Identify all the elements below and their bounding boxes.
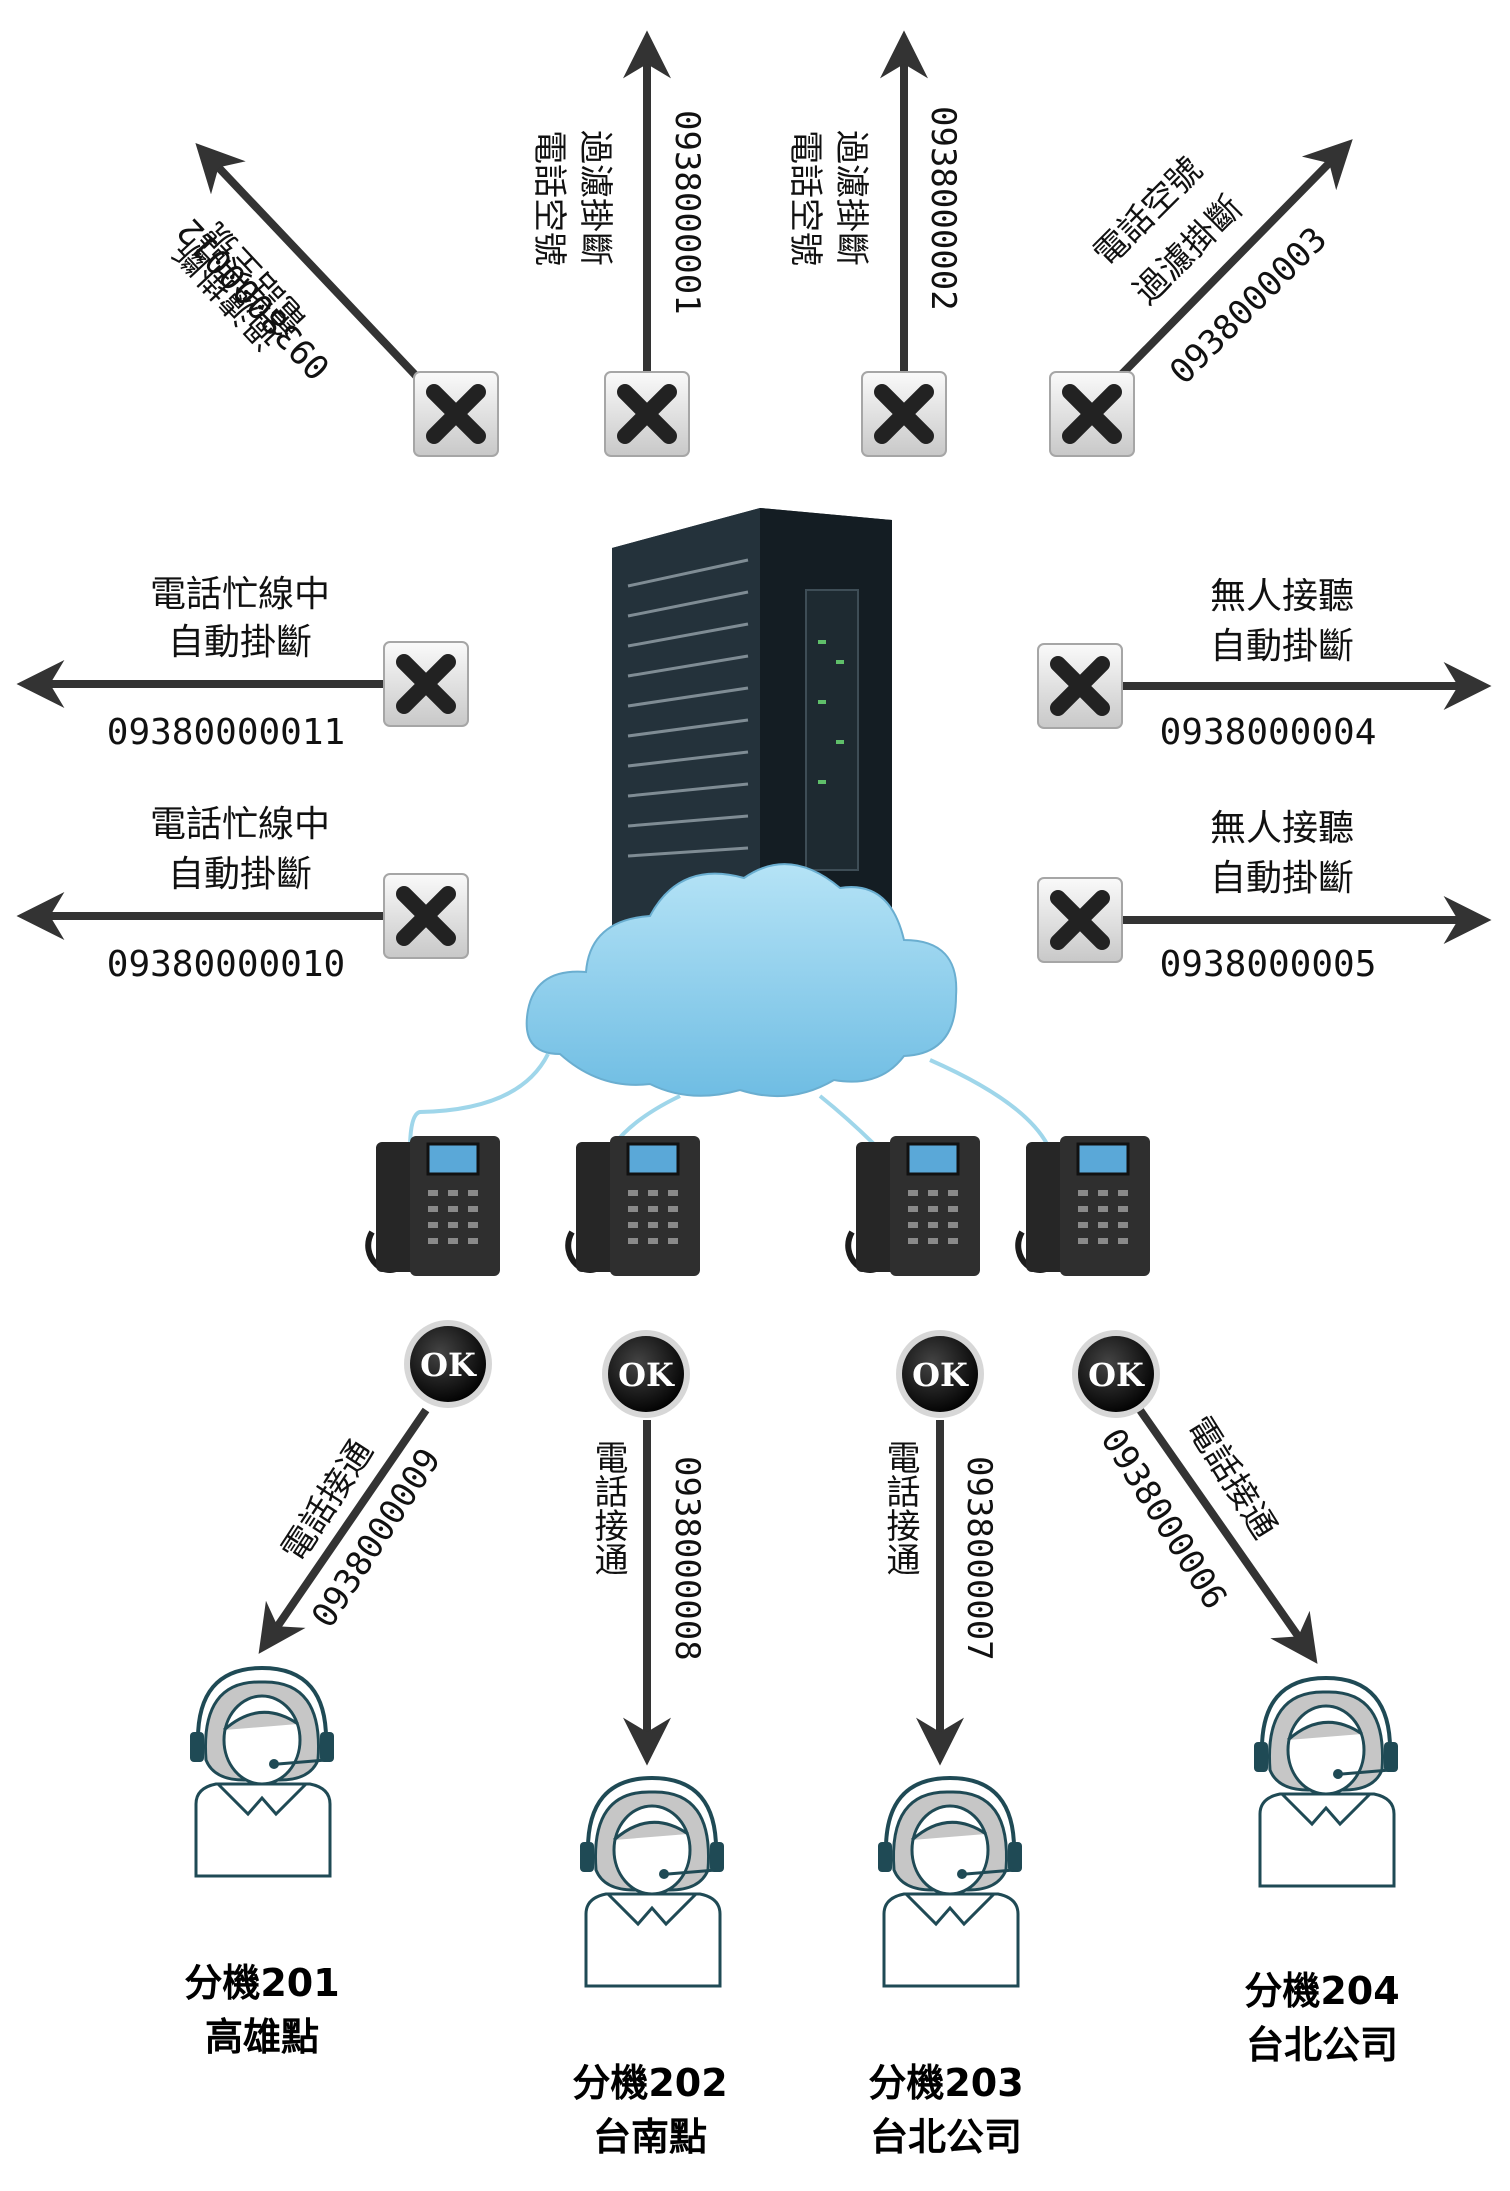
extension-label: 分機203 [868, 2061, 1023, 2105]
location-label: 台北公司 [1246, 2023, 1398, 2067]
location-label: 高雄點 [205, 2015, 319, 2059]
action-label: 自動掛斷 [168, 854, 312, 895]
ip-phone-icon [848, 1136, 980, 1276]
phone-number: 0938000001 [667, 110, 707, 315]
x-mark-icon [1050, 372, 1134, 456]
blocked-call-09380000011: 電話忙線中 自動掛斷 09380000011 [16, 574, 468, 753]
phone-number: 09380000011 [107, 712, 345, 753]
action-label: 自動掛斷 [1210, 858, 1354, 899]
ip-phone-icon [1018, 1136, 1150, 1276]
x-mark-icon [384, 874, 468, 958]
blocked-call-0938000012: 0938000012 電話空號 過濾掛斷 [167, 143, 498, 456]
blocked-call-0938000004: 無人接聽 自動掛斷 0938000004 [1038, 576, 1492, 753]
phone-number: 0938000005 [1160, 944, 1377, 985]
svg-text:OK: OK [1088, 1356, 1145, 1394]
x-mark-icon [862, 372, 946, 456]
svg-text:OK: OK [618, 1356, 675, 1394]
blocked-call-0938000001: 0938000001 電話空號 過濾掛斷 [529, 30, 707, 456]
status-label: 無人接聽 [1210, 808, 1354, 849]
x-mark-icon [384, 642, 468, 726]
blocked-call-0938000002: 0938000002 電話空號 過濾掛斷 [785, 30, 963, 456]
phone-number: 0938000008 [667, 1456, 707, 1661]
phone-number: 0938000002 [923, 106, 963, 311]
ip-phone-icon [568, 1136, 700, 1276]
blocked-call-0938000003: 0938000003 電話空號 過濾掛斷 [1050, 139, 1353, 456]
agent-extension-203: 分機203 台北公司 [868, 1776, 1024, 2159]
x-mark-icon [1038, 878, 1122, 962]
connected-call-0938000006: OK 0938000006 電話接通 [1072, 1330, 1318, 1664]
ip-phone-icon [368, 1136, 500, 1276]
x-mark-icon [414, 372, 498, 456]
phone-number: 0938000007 [959, 1456, 999, 1661]
headset-agent-icon [1252, 1676, 1400, 1888]
action-label: 自動掛斷 [1210, 626, 1354, 667]
phone-number: 0938000004 [1160, 712, 1377, 753]
location-label: 台北公司 [870, 2115, 1022, 2159]
headset-agent-icon [578, 1776, 726, 1988]
blocked-call-0938000005: 無人接聽 自動掛斷 0938000005 [1038, 808, 1492, 985]
svg-text:OK: OK [912, 1356, 969, 1394]
status-label: 電話接通 [588, 1440, 628, 1576]
connected-call-0938000009: OK 0938000009 電話接通 [258, 1320, 492, 1654]
x-mark-icon [1038, 644, 1122, 728]
headset-agent-icon [876, 1776, 1024, 1988]
status-label: 電話接通 [1178, 1410, 1284, 1547]
extension-label: 分機202 [572, 2061, 727, 2105]
action-label: 過濾掛斷 [831, 130, 871, 266]
blocked-call-09380000010: 電話忙線中 自動掛斷 09380000010 [16, 804, 468, 985]
phone-number: 09380000010 [107, 944, 345, 985]
svg-text:OK: OK [420, 1346, 477, 1384]
extension-label: 分機204 [1244, 1969, 1399, 2013]
extension-label: 分機201 [184, 1961, 339, 2005]
connected-call-0938000008: OK 0938000008 電話接通 [588, 1330, 707, 1766]
cloud-icon [525, 863, 958, 1098]
connected-call-0938000007: OK 0938000007 電話接通 [880, 1330, 999, 1766]
status-label: 電話空號 [529, 130, 569, 266]
agent-extension-201: 分機201 高雄點 [184, 1666, 340, 2059]
action-label: 過濾掛斷 [575, 130, 615, 266]
status-label: 電話忙線中 [150, 804, 330, 845]
status-label: 無人接聽 [1210, 576, 1354, 617]
status-label: 電話空號 [785, 130, 825, 266]
headset-agent-icon [188, 1666, 336, 1878]
status-label: 電話接通 [880, 1440, 920, 1576]
agent-extension-202: 分機202 台南點 [572, 1776, 728, 2159]
x-mark-icon [605, 372, 689, 456]
status-label: 電話忙線中 [150, 574, 330, 615]
agent-extension-204: 分機204 台北公司 [1244, 1676, 1400, 2067]
location-label: 台南點 [593, 2115, 707, 2159]
action-label: 自動掛斷 [168, 622, 312, 663]
